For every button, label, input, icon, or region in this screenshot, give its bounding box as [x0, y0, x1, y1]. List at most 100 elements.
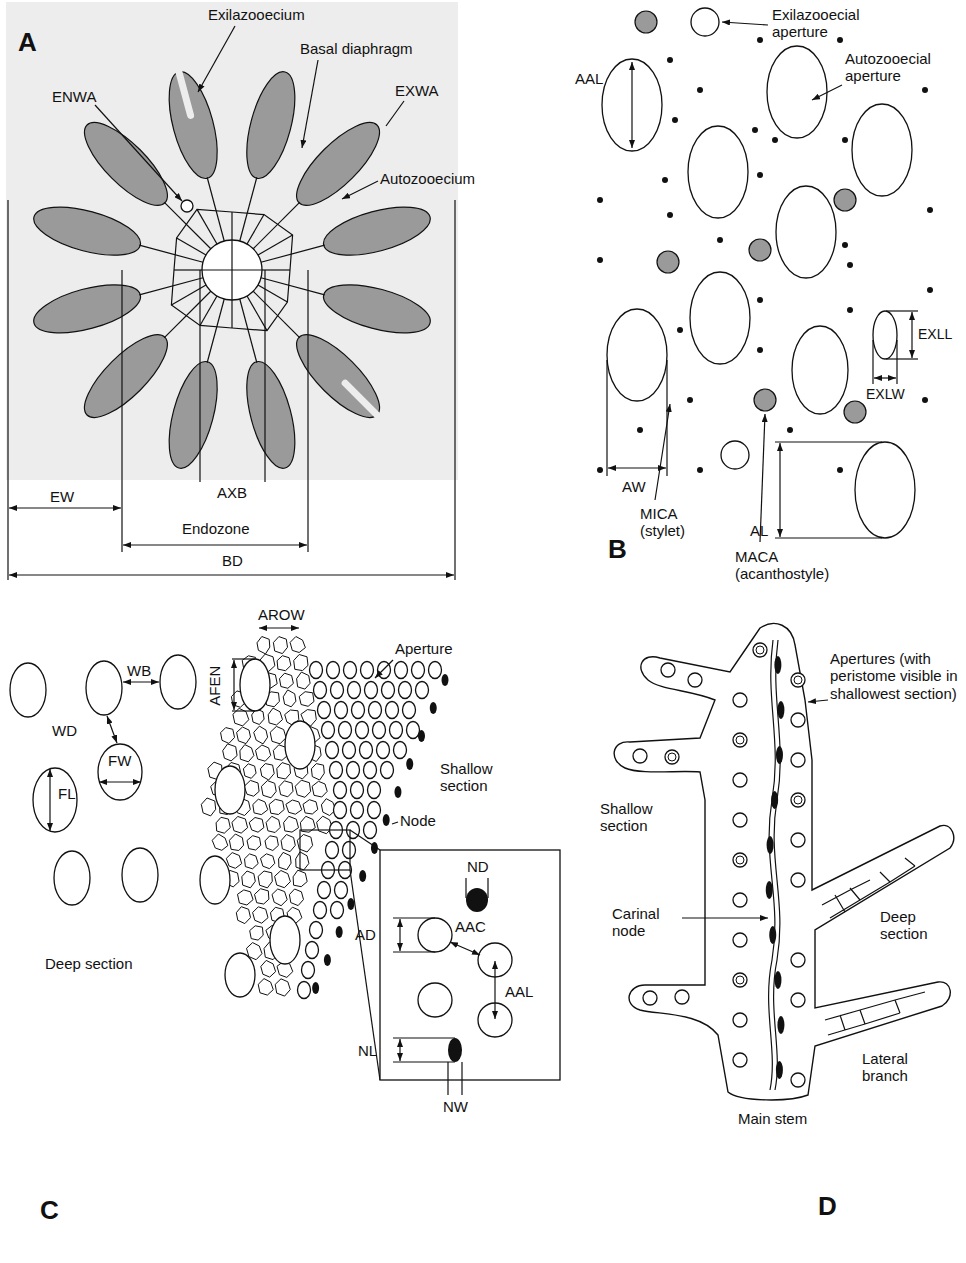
figure-stroke: [247, 296, 267, 331]
stylet-dot: [672, 117, 678, 123]
mosaic-cell: [212, 834, 228, 850]
stylet-dot: [847, 262, 853, 268]
mosaic-cell: [296, 852, 309, 870]
shallow-aperture: [382, 682, 395, 699]
figure-label: Main stem: [738, 1110, 807, 1127]
figure-stroke: [253, 202, 300, 249]
figure-label: AL: [750, 522, 768, 539]
aperture-circle: [791, 673, 805, 687]
peristome: [736, 856, 744, 864]
peristome: [794, 796, 802, 804]
mosaic-cell: [299, 692, 314, 707]
carinal-node: [776, 746, 783, 764]
inset: [380, 850, 560, 1080]
aperture-circle: [633, 749, 647, 763]
shallow-aperture: [369, 702, 382, 719]
node-dot: [430, 702, 437, 714]
figure-label: Shallow section: [600, 800, 670, 835]
shallow-aperture: [395, 662, 408, 679]
carinal-node: [774, 656, 781, 674]
mosaic-cell: [272, 889, 287, 906]
node-dot: [418, 730, 425, 742]
shallow-aperture: [381, 762, 394, 779]
shallow-aperture: [318, 882, 331, 899]
figure-label: Exilazooecium: [208, 6, 305, 23]
shallow-aperture: [339, 722, 352, 739]
exilazooecium-groove: [345, 383, 378, 416]
figure-label: Lateral branch: [862, 1050, 942, 1085]
aperture-circle: [791, 993, 805, 1007]
figure-label: NW: [443, 1098, 468, 1115]
mosaic-cell: [232, 817, 248, 834]
shallow-aperture: [330, 762, 343, 779]
shallow-aperture: [335, 702, 348, 719]
mosaic-cell: [253, 799, 268, 814]
figure-label: Autozooecium: [380, 170, 475, 187]
autozooecium-shape: [319, 275, 436, 342]
mosaic-cell: [254, 726, 268, 744]
shallow-aperture: [368, 782, 381, 799]
stylet-dot: [927, 207, 933, 213]
mosaic-cell: [240, 745, 254, 762]
figure-stroke: [171, 209, 292, 330]
mosaic-cell: [243, 764, 256, 779]
shallow-aperture: [356, 722, 369, 739]
shallow-aperture: [390, 722, 403, 739]
shallow-aperture: [360, 742, 373, 759]
shallow-aperture: [344, 662, 357, 679]
exilazooecium: [873, 311, 897, 359]
mosaic-cell: [286, 800, 302, 814]
autozooecium-shape: [73, 111, 179, 217]
stylet-dot: [837, 37, 843, 43]
mosaic-cell: [261, 854, 275, 869]
autozooecium-shape: [285, 323, 391, 429]
autozooecium-shape: [160, 357, 227, 474]
stylet-dot: [787, 427, 793, 433]
mosaic-cell: [256, 745, 271, 761]
figure-label: ND: [467, 858, 489, 875]
mosaic-cell: [268, 708, 282, 725]
figure-label: Basal diaphragm: [300, 40, 413, 57]
shallow-aperture: [343, 842, 356, 859]
mosaic-cell: [223, 744, 237, 761]
mosaic-cell: [280, 673, 294, 688]
figure-label: Deep section: [880, 908, 950, 943]
mosaic-cell: [201, 798, 215, 816]
mosaic-cell: [221, 728, 235, 744]
figure-label: EXLW: [866, 386, 905, 402]
stylets: [597, 37, 933, 473]
figure-stroke: [139, 278, 203, 295]
node-dot: [359, 870, 366, 882]
node-dot: [442, 674, 449, 686]
mosaic: [201, 637, 336, 997]
mosaic-cell: [283, 690, 296, 707]
shallow-aperture: [377, 742, 390, 759]
shallow-aperture: [326, 742, 339, 759]
mosaic-cell: [258, 871, 272, 888]
mosaic-cell: [249, 818, 264, 833]
figure-label: Apertures (with peristome visible in sha…: [830, 650, 960, 702]
aperture-circle: [733, 933, 747, 947]
panel-letter: D: [818, 1192, 837, 1222]
figure-stroke: [253, 291, 300, 338]
figure-label: MACA (acanthostyle): [735, 548, 845, 583]
shallow-aperture: [365, 682, 378, 699]
figure-stroke: [197, 209, 217, 244]
mosaic-cell: [294, 655, 308, 671]
shallow-aperture: [327, 662, 340, 679]
aperture-circle: [733, 1013, 747, 1027]
shallow-aperture: [361, 662, 374, 679]
figure-label: ENWA: [52, 88, 96, 105]
figure-stroke: [258, 285, 287, 302]
figure-stroke: [240, 299, 257, 363]
mosaic-cell: [238, 890, 254, 905]
shallow-aperture: [348, 682, 361, 699]
autozooecium-shape: [237, 67, 304, 184]
shallow-aperture: [331, 902, 344, 919]
figure-label: WB: [127, 662, 151, 679]
figure-stroke: [164, 291, 211, 338]
mosaic-cell: [266, 816, 280, 832]
autozooecium-shape: [319, 198, 436, 265]
mosaic-cell: [237, 727, 251, 744]
mosaic-cell: [270, 726, 286, 743]
